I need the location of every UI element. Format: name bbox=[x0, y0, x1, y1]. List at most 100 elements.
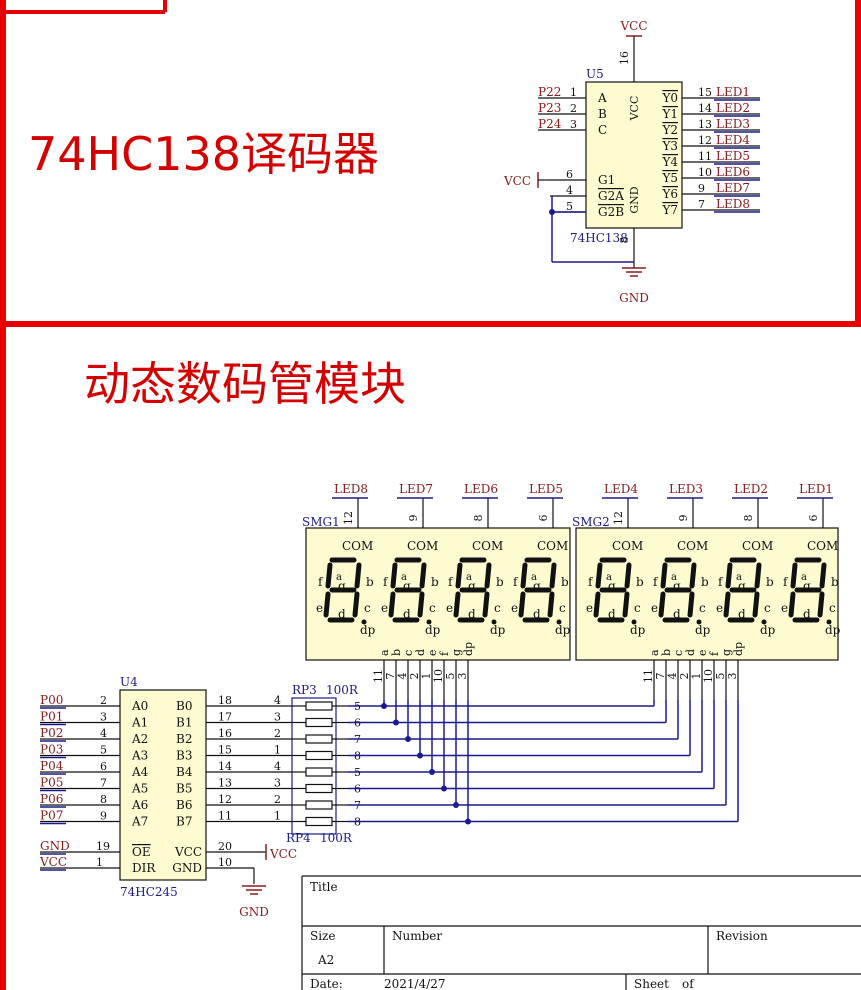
ctrl-pin: 19 bbox=[96, 840, 110, 853]
resistor bbox=[305, 750, 333, 761]
a-name: A5 bbox=[131, 782, 148, 796]
rp-left-pin: 4 bbox=[274, 760, 281, 773]
b-pin: 15 bbox=[218, 744, 232, 757]
a-net: P02 bbox=[40, 726, 63, 740]
segment-pin-label: c bbox=[402, 650, 415, 656]
tb-size: Size bbox=[310, 929, 335, 943]
seg-label-d: d bbox=[403, 607, 411, 621]
seg-label-c: c bbox=[429, 601, 436, 615]
seg-label-b: b bbox=[496, 575, 504, 589]
tb-of: of bbox=[682, 977, 695, 990]
segment-b bbox=[419, 562, 427, 589]
display-body bbox=[305, 527, 571, 661]
input-pin: 3 bbox=[570, 118, 577, 131]
b-name: B3 bbox=[176, 749, 192, 763]
input-name: C bbox=[598, 123, 607, 137]
segment-b bbox=[354, 562, 362, 589]
vcc-pin-num: 16 bbox=[618, 51, 631, 65]
seg-label-d: d bbox=[803, 607, 811, 621]
segment-bus-junction bbox=[453, 802, 459, 808]
seg-label-e: e bbox=[381, 601, 388, 615]
rp-left-pin: 2 bbox=[274, 727, 281, 740]
segment-e bbox=[323, 591, 331, 618]
a-net: P07 bbox=[40, 809, 63, 823]
seg-label-dp: dp bbox=[825, 623, 841, 637]
segment-pin-label: dp bbox=[732, 642, 745, 656]
segment-e bbox=[723, 591, 731, 618]
segment-pin-num: 4 bbox=[396, 673, 409, 680]
gnd-inside: GND bbox=[628, 186, 641, 213]
seg-label-f: f bbox=[588, 575, 594, 589]
seg-label-dp: dp bbox=[490, 623, 506, 637]
segment-b bbox=[484, 562, 492, 589]
segment-dp bbox=[826, 619, 832, 625]
seg-label-com: COM bbox=[342, 539, 373, 553]
digit-net: LED5 bbox=[529, 482, 563, 496]
seg-label-d: d bbox=[338, 607, 346, 621]
segment-e bbox=[658, 591, 666, 618]
output-pin: 11 bbox=[698, 150, 712, 163]
seg-label-dp: dp bbox=[425, 623, 441, 637]
seg-label-com: COM bbox=[742, 539, 773, 553]
segment-pin-num: 10 bbox=[702, 669, 715, 683]
seg-label-f: f bbox=[448, 575, 454, 589]
input-pin: 2 bbox=[570, 102, 577, 115]
resistor bbox=[305, 800, 333, 810]
digit-net: LED1 bbox=[799, 482, 833, 496]
seg-label-c: c bbox=[559, 601, 566, 615]
seg-label-a: a bbox=[801, 572, 807, 583]
segment-c bbox=[547, 591, 555, 618]
seg-label-c: c bbox=[829, 601, 836, 615]
seg-label-com: COM bbox=[612, 539, 643, 553]
b-name: B4 bbox=[176, 765, 193, 779]
segment-b bbox=[819, 562, 827, 589]
segment-pin-num: 7 bbox=[654, 673, 667, 680]
digit-pin: 6 bbox=[807, 515, 820, 522]
buffer-vcc-net: VCC bbox=[269, 847, 297, 861]
output-net: LED3 bbox=[716, 117, 750, 131]
enable-pin: 4 bbox=[566, 184, 573, 197]
buffer-vcc-pin: 20 bbox=[218, 840, 232, 853]
output-net: LED8 bbox=[716, 197, 750, 211]
rp4-value: 100R bbox=[320, 831, 353, 845]
output-name: Y3 bbox=[661, 139, 678, 153]
segment-f bbox=[790, 562, 798, 589]
segment-pin-label: g bbox=[720, 649, 733, 656]
segment-f bbox=[660, 562, 668, 589]
a-pin: 3 bbox=[100, 711, 107, 724]
decoder-gnd-symbol bbox=[622, 267, 646, 277]
resistor bbox=[305, 783, 333, 794]
seg-label-f: f bbox=[513, 575, 519, 589]
output-net: LED5 bbox=[716, 149, 750, 163]
output-pin: 12 bbox=[698, 134, 712, 147]
segment-c bbox=[482, 591, 490, 618]
seg-label-c: c bbox=[764, 601, 771, 615]
a-net: P05 bbox=[40, 776, 63, 790]
a-net: P06 bbox=[40, 792, 63, 806]
digit-pin: 8 bbox=[742, 515, 755, 522]
a-pin: 2 bbox=[100, 694, 107, 707]
display-ref: SMG2 bbox=[572, 515, 610, 529]
seg-label-f: f bbox=[783, 575, 789, 589]
enable-vcc-label: VCC bbox=[503, 174, 531, 188]
rp-left-pin: 4 bbox=[274, 694, 281, 707]
segment-pin-label: e bbox=[426, 649, 439, 656]
segment-bus-junction bbox=[465, 818, 471, 825]
buffer-gnd-net: GND bbox=[239, 905, 269, 919]
decoder-body bbox=[585, 81, 683, 229]
seg-label-b: b bbox=[701, 575, 709, 589]
segment-pin-label: e bbox=[696, 649, 709, 656]
seg-label-g: g bbox=[803, 579, 811, 593]
buffer-gnd-symbol bbox=[242, 885, 266, 895]
segment-pin-label: c bbox=[672, 650, 685, 656]
seg-label-e: e bbox=[586, 601, 593, 615]
b-pin: 13 bbox=[218, 777, 232, 790]
segment-e bbox=[518, 591, 526, 618]
segment-c bbox=[687, 591, 695, 618]
output-pin: 7 bbox=[698, 198, 705, 211]
